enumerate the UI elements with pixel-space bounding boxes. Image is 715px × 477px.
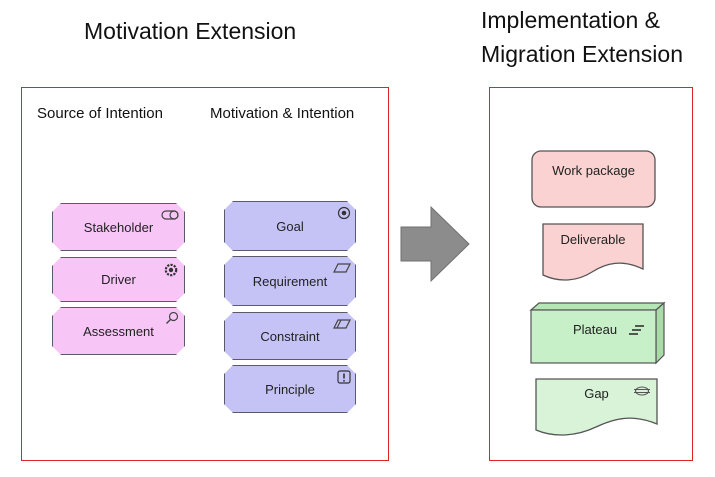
goal-label: Goal xyxy=(276,218,304,234)
transition-arrow xyxy=(399,205,471,283)
assessment-magnifier-icon xyxy=(165,311,179,328)
driver-label: Driver xyxy=(101,272,136,287)
constraint-element[interactable]: Constraint xyxy=(224,312,356,360)
gap-element[interactable]: Gap xyxy=(535,378,658,438)
goal-element[interactable]: Goal xyxy=(224,201,356,251)
gap-icon xyxy=(634,383,650,401)
source-of-intention-heading: Source of Intention xyxy=(37,105,163,122)
plateau-box-shape xyxy=(529,301,666,365)
motivation-extension-title: Motivation Extension xyxy=(84,18,297,44)
gap-label: Gap xyxy=(584,386,609,401)
implementation-extension-frame xyxy=(489,87,693,461)
driver-gear-icon xyxy=(163,262,179,281)
deliverable-label: Deliverable xyxy=(560,232,626,247)
deliverable-wave-shape xyxy=(542,223,644,281)
requirement-label: Requirement xyxy=(252,273,328,289)
work-package-element[interactable]: Work package xyxy=(531,150,656,208)
stakeholder-icon xyxy=(161,208,179,223)
goal-target-icon xyxy=(337,206,351,223)
requirement-element[interactable]: Requirement xyxy=(224,256,356,306)
motivation-extension-frame xyxy=(21,87,389,461)
constraint-label: Constraint xyxy=(260,328,320,344)
assessment-label: Assessment xyxy=(83,323,154,339)
work-package-label: Work package xyxy=(552,163,635,178)
gap-wave-shape xyxy=(535,378,658,436)
constraint-parallelogram-icon xyxy=(333,317,351,332)
implementation-title-line1: Implementation & xyxy=(481,7,660,33)
stakeholder-element[interactable]: Stakeholder xyxy=(52,203,185,251)
plateau-lines-icon xyxy=(629,323,645,341)
work-package-shape xyxy=(531,150,656,208)
requirement-parallelogram-icon xyxy=(333,261,351,276)
principle-label: Principle xyxy=(265,381,315,397)
plateau-element[interactable]: Plateau xyxy=(529,301,666,365)
principle-exclamation-icon xyxy=(337,370,351,387)
motivation-intention-heading: Motivation & Intention xyxy=(210,105,355,122)
driver-element[interactable]: Driver xyxy=(52,257,185,302)
plateau-label: Plateau xyxy=(572,322,618,337)
principle-element[interactable]: Principle xyxy=(224,365,356,413)
stakeholder-label: Stakeholder xyxy=(83,219,154,235)
deliverable-element[interactable]: Deliverable xyxy=(542,223,644,283)
assessment-element[interactable]: Assessment xyxy=(52,307,185,355)
implementation-title-line2: Migration Extension xyxy=(481,41,683,67)
